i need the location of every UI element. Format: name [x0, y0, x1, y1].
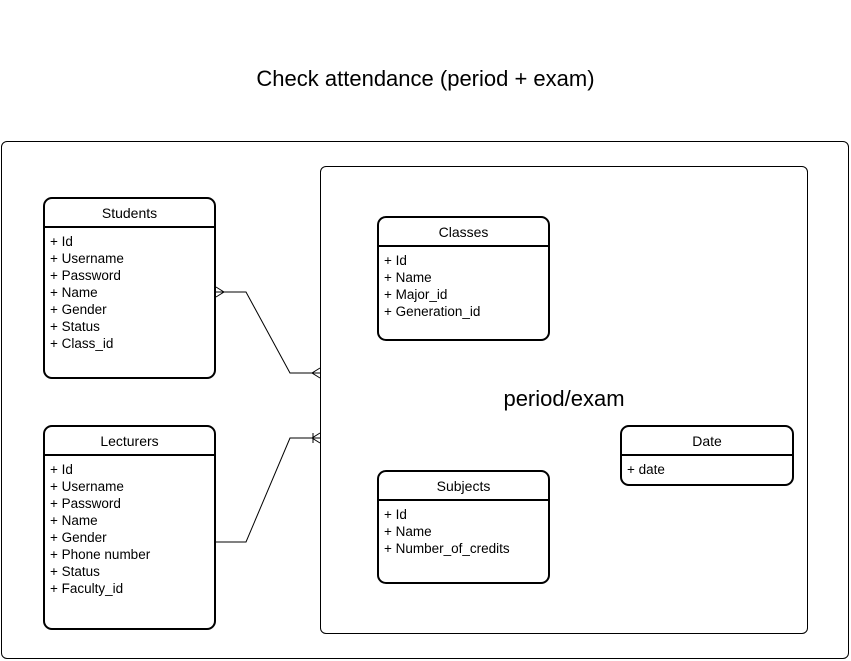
period-exam-group[interactable]	[320, 166, 808, 634]
students-attributes: + Id + Username + Password + Name + Gend…	[45, 228, 214, 352]
students-attr-gender: + Gender	[50, 302, 107, 317]
date-entity-name: Date	[622, 427, 792, 456]
lecturers-attributes: + Id + Username + Password + Name + Gend…	[45, 456, 214, 597]
date-attr-date: + date	[627, 462, 665, 477]
classes-entity[interactable]: Classes + Id + Name + Major_id + Generat…	[377, 216, 550, 341]
students-entity[interactable]: Students + Id + Username + Password + Na…	[43, 197, 216, 379]
classes-attr-id: + Id	[384, 253, 407, 268]
students-attr-username: + Username	[50, 251, 124, 266]
subjects-entity-name: Subjects	[379, 472, 548, 501]
subjects-attr-id: + Id	[384, 507, 407, 522]
students-entity-name: Students	[45, 199, 214, 228]
students-attr-status: + Status	[50, 319, 100, 334]
classes-entity-name: Classes	[379, 218, 548, 247]
lecturers-attr-status: + Status	[50, 564, 100, 579]
subjects-entity[interactable]: Subjects + Id + Name + Number_of_credits	[377, 470, 550, 584]
lecturers-attr-username: + Username	[50, 479, 124, 494]
classes-attr-major-id: + Major_id	[384, 287, 448, 302]
students-attr-password: + Password	[50, 268, 121, 283]
classes-attr-generation-id: + Generation_id	[384, 304, 481, 319]
date-attributes: + date	[622, 456, 792, 478]
students-attr-name: + Name	[50, 285, 98, 300]
classes-attr-name: + Name	[384, 270, 432, 285]
subjects-attributes: + Id + Name + Number_of_credits	[379, 501, 548, 557]
outer-container	[1, 141, 849, 659]
classes-attributes: + Id + Name + Major_id + Generation_id	[379, 247, 548, 320]
period-exam-group-label: period/exam	[503, 386, 625, 411]
lecturers-attr-gender: + Gender	[50, 530, 107, 545]
lecturers-attr-id: + Id	[50, 462, 73, 477]
lecturers-entity[interactable]: Lecturers + Id + Username + Password + N…	[43, 425, 216, 630]
students-attr-id: + Id	[50, 234, 73, 249]
students-attr-class-id: + Class_id	[50, 336, 114, 351]
lecturers-attr-name: + Name	[50, 513, 98, 528]
lecturers-attr-faculty-id: + Faculty_id	[50, 581, 124, 596]
lecturers-attr-password: + Password	[50, 496, 121, 511]
lecturers-entity-name: Lecturers	[45, 427, 214, 456]
subjects-attr-name: + Name	[384, 524, 432, 539]
date-entity[interactable]: Date + date	[620, 425, 794, 486]
diagram-title: Check attendance (period + exam)	[256, 66, 595, 91]
subjects-attr-number-of-credits: + Number_of_credits	[384, 541, 510, 556]
lecturers-attr-phone-number: + Phone number	[50, 547, 151, 562]
